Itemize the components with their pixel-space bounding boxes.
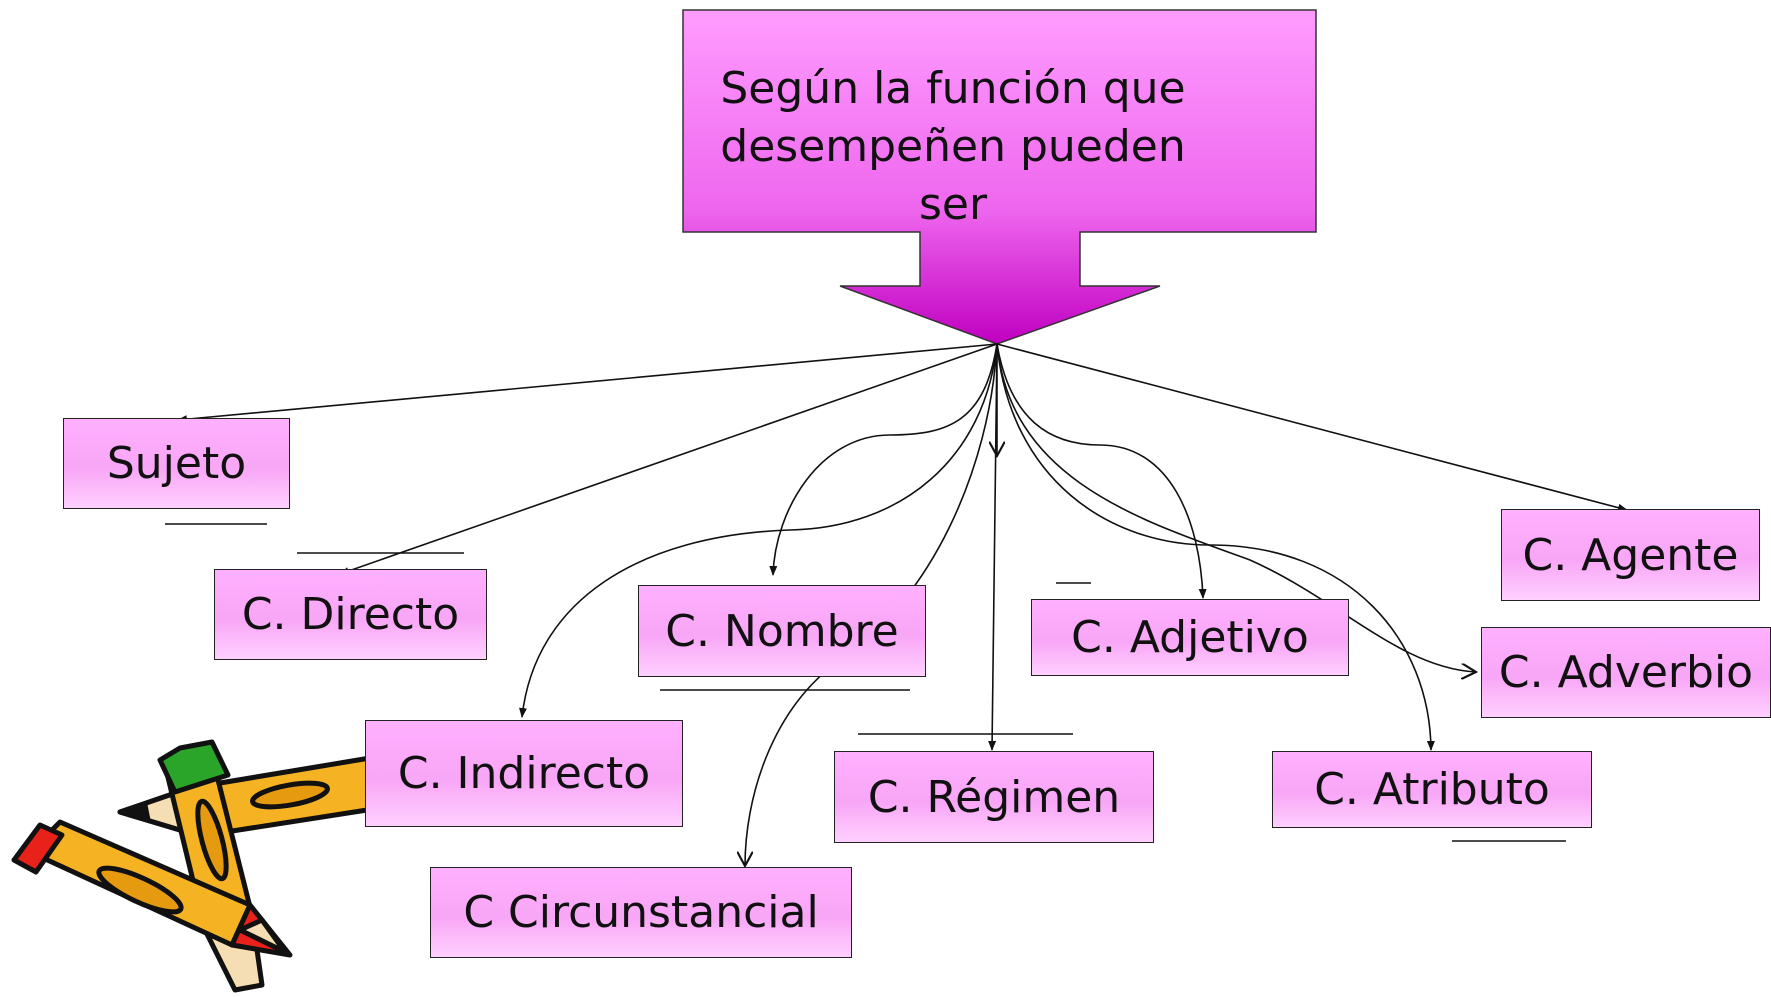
arrow-to-adverbio	[996, 343, 1476, 672]
node-directo: C. Directo	[214, 569, 487, 660]
node-sujeto: Sujeto	[63, 418, 290, 509]
arrow-to-indirecto	[519, 343, 998, 718]
node-atributo: C. Atributo	[1272, 751, 1592, 828]
arrow-to-directo	[339, 343, 998, 575]
arrow-to-sujeto	[177, 343, 998, 424]
node-adjetivo: C. Adjetivo	[1031, 599, 1349, 676]
node-agente: C. Agente	[1501, 509, 1760, 601]
arrow-to-nombre	[769, 343, 998, 576]
node-adverbio: C. Adverbio	[1481, 627, 1771, 718]
arrow-to-atributo	[996, 343, 1435, 751]
header-label: Según la función que desempeñen pueden s…	[720, 63, 1186, 230]
arrow-to-adjetivo	[996, 343, 1207, 599]
node-regimen: C. Régimen	[834, 751, 1154, 843]
node-indirecto: C. Indirecto	[365, 720, 683, 827]
node-circunstancial: C Circunstancial	[430, 867, 852, 958]
node-nombre: C. Nombre	[638, 585, 926, 677]
pencils-clipart	[11, 739, 383, 993]
arrow-to-regimen	[988, 343, 998, 751]
header-arrow-shape	[682, 9, 1317, 345]
arrow-to-agente	[996, 343, 1628, 512]
